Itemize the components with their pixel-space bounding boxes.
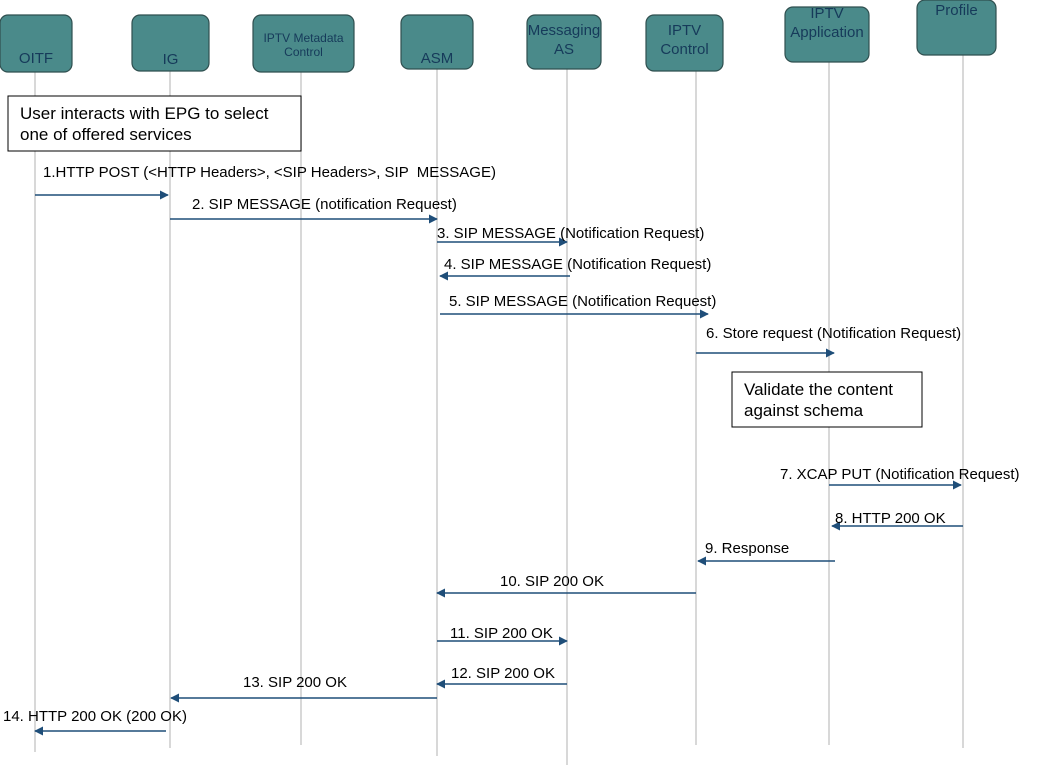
epg-note-text: User interacts with EPG to select bbox=[20, 104, 269, 123]
message-label-m10: 10. SIP 200 OK bbox=[500, 573, 604, 590]
actor-label-iptv-service-profile: Profile bbox=[935, 2, 978, 19]
actor-box-messaging-as bbox=[526, 14, 602, 70]
actor-box-ig bbox=[131, 14, 210, 72]
actor-label-iptv-metadata-control: Control bbox=[284, 45, 323, 59]
actor-label-iptv-control: Control bbox=[660, 41, 708, 58]
message-label-m12: 12. SIP 200 OK bbox=[451, 665, 555, 682]
actor-label-asm: ASM bbox=[421, 50, 454, 67]
epg-note-text: one of offered services bbox=[20, 125, 192, 144]
message-m12: 12. SIP 200 OK bbox=[436, 665, 567, 689]
message-m13: 13. SIP 200 OK bbox=[170, 674, 437, 703]
actor-label-iptv-application: IPTV bbox=[810, 5, 843, 22]
epg-note-box bbox=[7, 95, 302, 152]
actor-oitf: OITF bbox=[0, 14, 73, 73]
validate-note: Validate the content against schema bbox=[731, 371, 923, 428]
actor-iptv-application: IPTV Application bbox=[784, 5, 870, 63]
message-label-m1: 1.HTTP POST (<HTTP Headers>, <SIP Header… bbox=[43, 164, 496, 181]
actor-iptv-service-profile: IPTVServiceProfile bbox=[916, 0, 997, 56]
message-m9: 9. Response bbox=[697, 540, 835, 566]
actor-label-messaging-as: AS bbox=[554, 41, 574, 58]
validate-note-text: against schema bbox=[744, 401, 864, 420]
message-label-m9: 9. Response bbox=[705, 540, 789, 557]
actor-box-iptv-application bbox=[784, 6, 870, 63]
actor-label-iptv-control: IPTV bbox=[668, 22, 701, 39]
actor-asm: ASM bbox=[400, 14, 474, 70]
message-label-m11: 11. SIP 200 OK bbox=[450, 625, 553, 642]
message-m6: 6. Store request (Notification Request) bbox=[696, 325, 961, 358]
actor-label-oitf: OITF bbox=[19, 50, 53, 67]
actor-box-iptv-metadata-control bbox=[252, 14, 355, 73]
message-label-m8: 8. HTTP 200 OK bbox=[835, 510, 946, 527]
message-m5: 5. SIP MESSAGE (Notification Request) bbox=[440, 293, 716, 319]
actor-label-iptv-application: Application bbox=[790, 24, 863, 41]
message-m11: 11. SIP 200 OK bbox=[437, 625, 568, 646]
message-label-m5: 5. SIP MESSAGE (Notification Request) bbox=[449, 293, 716, 310]
message-label-m4: 4. SIP MESSAGE (Notification Request) bbox=[444, 256, 711, 273]
message-m4: 4. SIP MESSAGE (Notification Request) bbox=[439, 256, 711, 281]
actor-label-ig: IG bbox=[163, 51, 179, 68]
message-m1: 1.HTTP POST (<HTTP Headers>, <SIP Header… bbox=[35, 164, 496, 200]
actor-label-iptv-metadata-control: IPTV Metadata bbox=[263, 31, 343, 45]
epg-note: User interacts with EPG to select one of … bbox=[7, 95, 302, 152]
actor-box-iptv-control bbox=[645, 14, 724, 72]
validate-note-text: Validate the content bbox=[744, 380, 893, 399]
message-m7: 7. XCAP PUT (Notification Request) bbox=[780, 466, 1020, 490]
message-label-m2: 2. SIP MESSAGE (notification Request) bbox=[192, 196, 457, 213]
message-m2: 2. SIP MESSAGE (notification Request) bbox=[170, 196, 457, 224]
actor-box-iptv-service-profile bbox=[916, 0, 997, 56]
actor-label-messaging-as: Messaging bbox=[528, 22, 601, 39]
message-label-m14: 14. HTTP 200 OK (200 OK) bbox=[3, 708, 187, 725]
validate-note-box bbox=[731, 371, 923, 428]
actor-box-oitf bbox=[0, 14, 73, 73]
actor-ig: IG bbox=[131, 14, 210, 72]
message-m14: 14. HTTP 200 OK (200 OK) bbox=[3, 708, 187, 736]
actor-iptv-control: IPTV Control bbox=[645, 14, 724, 72]
message-m10: 10. SIP 200 OK bbox=[436, 573, 696, 598]
message-label-m3: 3. SIP MESSAGE (Notification Request) bbox=[437, 225, 704, 242]
message-m3: 3. SIP MESSAGE (Notification Request) bbox=[437, 225, 704, 247]
actor-box-asm bbox=[400, 14, 474, 70]
message-label-m6: 6. Store request (Notification Request) bbox=[706, 325, 961, 342]
message-m8: 8. HTTP 200 OK bbox=[831, 510, 963, 531]
message-label-m7: 7. XCAP PUT (Notification Request) bbox=[780, 466, 1020, 483]
message-label-m13: 13. SIP 200 OK bbox=[243, 674, 347, 691]
